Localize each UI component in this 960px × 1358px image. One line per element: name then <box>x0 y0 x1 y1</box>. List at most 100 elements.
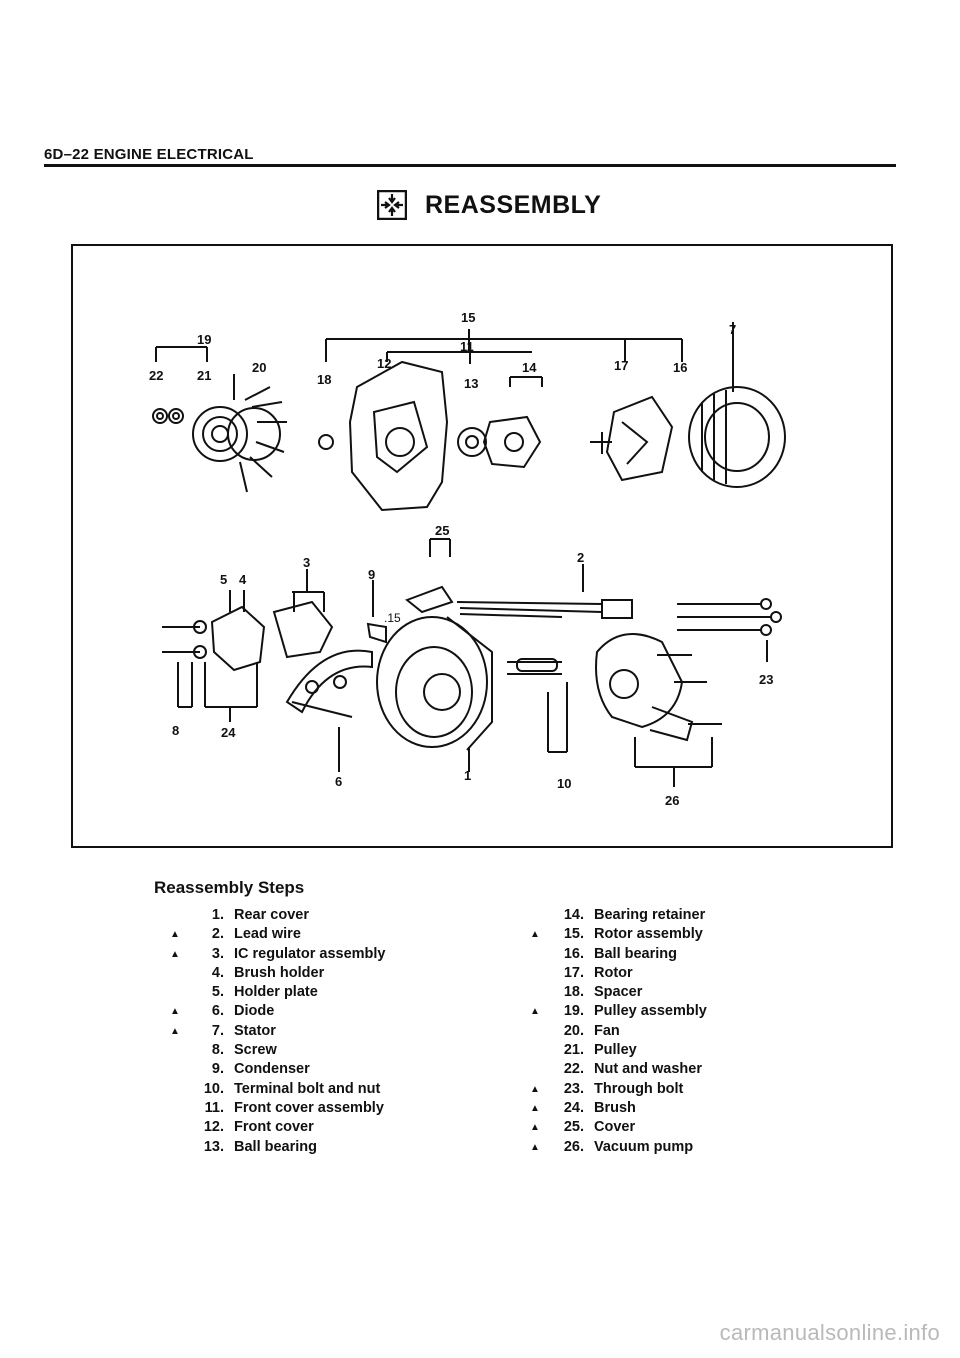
callout-26: 26 <box>665 793 679 808</box>
step-item: ▲ 26. Vacuum pump <box>530 1138 707 1157</box>
triangle-marker-icon <box>170 1060 188 1079</box>
step-item: ▲19.Pulley assembly <box>530 1002 707 1021</box>
step-number: 4. <box>211 964 224 981</box>
step-item: 22.Nut and washer <box>530 1060 707 1079</box>
step-item: 4. Brush holder <box>170 964 386 983</box>
callout-14: 14 <box>522 360 537 375</box>
step-label: Bearing retainer <box>594 907 706 923</box>
callout-13: 13 <box>464 376 478 391</box>
step-label: Holder plate <box>234 984 318 1001</box>
triangle-marker-icon <box>530 1022 548 1041</box>
step-number: 1. <box>211 907 224 923</box>
callout-10: 10 <box>557 776 571 791</box>
callout-8: 8 <box>172 723 179 738</box>
step-item: 12.Front cover <box>170 1118 386 1137</box>
step-number: 26. <box>563 1138 584 1155</box>
step-label: Ball bearing <box>594 945 677 962</box>
callout-2: 2 <box>577 550 584 565</box>
step-number: 2. <box>211 926 224 943</box>
step-item: ▲ 6. Diode <box>170 1002 386 1021</box>
step-item: ▲15.Rotor assembly <box>530 925 707 944</box>
callout-21: 21 <box>197 368 211 383</box>
step-item: 21.Pulley <box>530 1041 707 1060</box>
header-rule <box>44 164 896 167</box>
callout-19: 19 <box>197 332 211 347</box>
step-number: 23. <box>563 1080 584 1097</box>
step-label: Ball bearing <box>234 1138 317 1155</box>
step-label: Lead wire <box>234 926 301 943</box>
callout-6: 6 <box>335 774 342 789</box>
step-number: 6. <box>211 1003 224 1020</box>
step-number: 22. <box>563 1061 584 1078</box>
callout-15: 15 <box>461 310 475 325</box>
step-number: 15. <box>563 926 584 943</box>
step-label: Terminal bolt and nut <box>234 1080 381 1097</box>
step-item: 18.Spacer <box>530 983 707 1002</box>
triangle-marker-icon <box>530 1041 548 1060</box>
callout-5: 5 <box>220 572 227 587</box>
step-item: 11.Front cover assembly <box>170 1099 386 1118</box>
step-label: Front cover <box>234 1119 314 1136</box>
step-number: 16. <box>563 945 584 962</box>
step-number: 14. <box>563 907 584 923</box>
triangle-marker-icon <box>170 1138 188 1157</box>
triangle-marker-icon: ▲ <box>170 1025 180 1037</box>
steps-title: Reassembly Steps <box>154 878 305 897</box>
triangle-marker-icon: ▲ <box>170 929 180 941</box>
triangle-marker-icon: ▲ <box>530 1083 540 1095</box>
triangle-marker-icon: ▲ <box>530 1122 540 1134</box>
callout-4: 4 <box>239 572 247 587</box>
step-label: Spacer <box>594 984 643 1001</box>
steps-list-right: 14. Bearing retainer ▲ 15. Rotor assembly 16.… <box>530 906 707 1157</box>
step-number: 9. <box>211 1061 224 1078</box>
triangle-marker-icon <box>530 983 548 1002</box>
step-number: 5. <box>211 984 224 1001</box>
step-item: 10.Terminal bolt and nut <box>170 1080 386 1099</box>
step-label: Diode <box>234 1003 275 1020</box>
triangle-marker-icon: ▲ <box>170 1006 180 1018</box>
triangle-marker-icon <box>170 1099 188 1118</box>
triangle-marker-icon: ▲ <box>530 1006 540 1018</box>
callout-20: 20 <box>252 360 266 375</box>
callout-3: 3 <box>303 555 310 570</box>
callout-17: 17 <box>614 358 628 373</box>
callout-24: 24 <box>221 725 236 740</box>
step-item: ▲3.IC regulator assembly <box>170 945 386 964</box>
callout-12: 12 <box>377 356 391 371</box>
step-item: 5. Holder plate <box>170 983 386 1002</box>
exploded-view-figure: 1 2 3 5 4 6 7 8 9 .15 10 11 12 13 14 15 … <box>71 244 893 848</box>
step-label: Rotor <box>594 964 633 981</box>
triangle-marker-icon <box>530 964 548 983</box>
triangle-marker-icon <box>170 964 188 983</box>
triangle-marker-icon <box>530 945 548 964</box>
step-number: 3. <box>211 945 224 962</box>
triangle-marker-icon <box>170 906 188 925</box>
triangle-marker-icon <box>530 1060 548 1079</box>
callout-11: 11 <box>460 339 474 354</box>
step-item: 17. Rotor <box>530 964 707 983</box>
step-number: 25. <box>563 1119 584 1136</box>
step-number: 20. <box>563 1022 584 1039</box>
step-label: Rear cover <box>234 907 309 923</box>
callout-1: 1 <box>464 768 471 783</box>
step-item: 20.Fan <box>530 1022 707 1041</box>
step-number: 7. <box>211 1022 224 1039</box>
step-label: Stator <box>234 1022 276 1039</box>
section-title: REASSEMBLY <box>377 190 601 220</box>
triangle-marker-icon <box>170 1118 188 1137</box>
callout-22: 22 <box>149 368 163 383</box>
triangle-marker-icon: ▲ <box>530 1141 540 1153</box>
callout-25: 25 <box>435 523 449 538</box>
step-label: Vacuum pump <box>594 1138 694 1155</box>
step-label: Brush holder <box>234 964 325 981</box>
step-number: 8. <box>211 1042 224 1059</box>
triangle-marker-icon <box>170 1041 188 1060</box>
step-label: Rotor assembly <box>594 926 703 943</box>
step-number: 13. <box>203 1138 224 1155</box>
step-label: Front cover assembly <box>234 1099 384 1116</box>
step-number: 17. <box>563 964 584 981</box>
callout-9: 9 <box>368 567 375 582</box>
step-label: Through bolt <box>594 1080 684 1097</box>
section-title-text: REASSEMBLY <box>425 190 602 219</box>
step-label: Pulley assembly <box>594 1003 707 1020</box>
